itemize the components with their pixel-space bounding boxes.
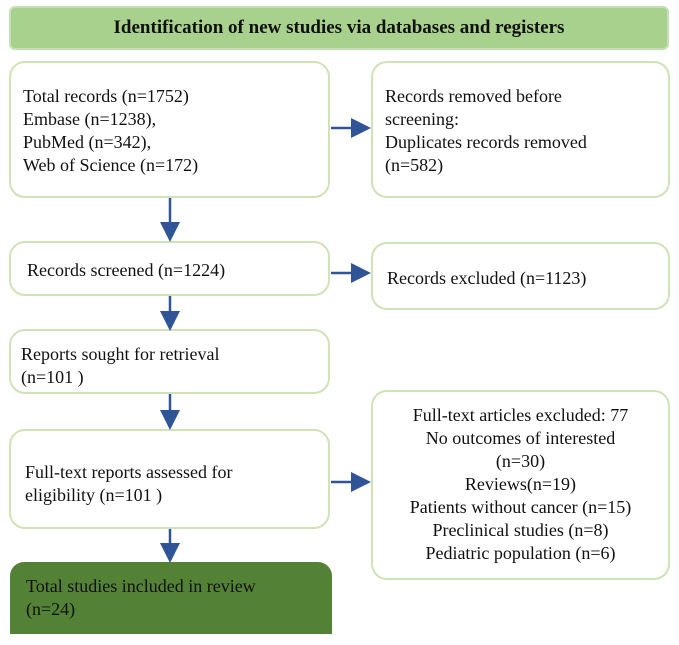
- included-box: Total studies included in review (n=24): [10, 562, 332, 634]
- fulltext-excluded-line-4: Reviews(n=19): [464, 474, 577, 494]
- total-records-box: Total records (n=1752) Embase (n=1238), …: [9, 61, 330, 198]
- total-records-line-4: Web of Science (n=172): [23, 155, 199, 175]
- identification-header: Identification of new studies via databa…: [9, 6, 669, 50]
- reports-sought-box: Reports sought for retrieval (n=101 ): [9, 329, 330, 394]
- reports-sought-line-1: Reports sought for retrieval: [21, 344, 220, 364]
- fulltext-excluded-line-2: No outcomes of interested: [425, 428, 616, 448]
- included-line-2: (n=24): [26, 599, 76, 619]
- included-line-1: Total studies included in review: [26, 576, 256, 596]
- total-records-line-3: PubMed (n=342),: [23, 132, 152, 152]
- header-title: Identification of new studies via databa…: [113, 17, 565, 38]
- fulltext-excluded-box: Full-text articles excluded: 77 No outco…: [371, 390, 670, 580]
- records-removed-line-2: screening:: [385, 109, 459, 129]
- records-removed-box: Records removed before screening: Duplic…: [371, 61, 670, 198]
- fulltext-excluded-line-7: Pediatric population (n=6): [425, 543, 616, 563]
- records-removed-line-4: (n=582): [385, 155, 444, 175]
- records-removed-line-1: Records removed before: [385, 86, 562, 106]
- total-records-line-1: Total records (n=1752): [23, 86, 189, 106]
- total-records-line-2: Embase (n=1238),: [23, 109, 157, 129]
- records-removed-line-3: Duplicates records removed: [385, 132, 587, 152]
- reports-sought-line-2: (n=101 ): [21, 367, 84, 387]
- fulltext-assessed-box: Full-text reports assessed for eligibili…: [9, 429, 330, 529]
- records-excluded-box: Records excluded (n=1123): [371, 242, 670, 310]
- fulltext-excluded-line-1: Full-text articles excluded: 77: [412, 405, 629, 425]
- fulltext-excluded-line-5: Patients without cancer (n=15): [409, 497, 632, 517]
- records-screened-box: Records screened (n=1224): [9, 241, 330, 296]
- records-excluded-line-1: Records excluded (n=1123): [387, 268, 587, 288]
- fulltext-assessed-line-1: Full-text reports assessed for: [25, 462, 233, 482]
- records-screened-line-1: Records screened (n=1224): [27, 260, 226, 280]
- fulltext-assessed-line-2: eligibility (n=101 ): [25, 485, 163, 505]
- fulltext-excluded-line-3: (n=30): [495, 451, 546, 471]
- fulltext-excluded-line-6: Preclinical studies (n=8): [432, 520, 609, 540]
